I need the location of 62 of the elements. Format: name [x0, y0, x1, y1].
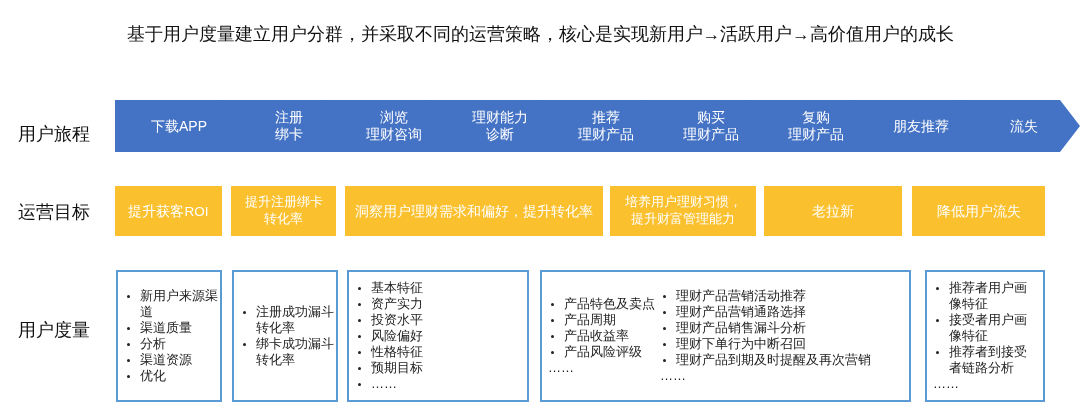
goal-text: 提升获客ROI [128, 202, 209, 220]
goal-box [610, 186, 756, 236]
step-label: 流失 [1009, 117, 1038, 135]
bullet-item: 优化 [124, 368, 223, 384]
bullet-item: 资产实力 [355, 296, 525, 312]
metrics-box [540, 270, 911, 402]
bullet-item: 产品收益率 [548, 328, 660, 344]
bullet-item: 产品周期 [548, 312, 660, 328]
row-label: 用户度量 [18, 319, 91, 342]
goal-text: 老拉新 [812, 202, 854, 220]
bullet-item: 渠道资源 [124, 352, 223, 368]
bullet-item: 理财产品到期及时提醒及再次营销 [660, 352, 871, 368]
bullet-item: 理财产品营销活动推荐 [660, 288, 871, 304]
bullet-item: 理财产品营销通路选择 [660, 304, 871, 320]
bullet-item: 产品特色及卖点 [548, 296, 660, 312]
bullet-item: 推荐者用户画像特征 [933, 280, 1032, 312]
step-label: 推荐理财产品 [577, 109, 634, 143]
bullet-item: …… [355, 376, 525, 392]
ellipsis-text: …… [548, 360, 575, 376]
goal-box [912, 186, 1045, 236]
step-label: 理财能力诊断 [471, 109, 528, 143]
step-label: 下载APP [151, 117, 207, 135]
bullet-item: 推荐者到接受者链路分析 [933, 344, 1032, 376]
bullet-item: 渠道质量 [124, 320, 223, 336]
metrics-box [116, 270, 222, 402]
bullet-item: 绑卡成功漏斗转化率 [240, 336, 339, 368]
ellipsis-text: …… [933, 376, 960, 392]
bullet-item: 风险偏好 [355, 328, 525, 344]
goal-text: 提升注册绑卡转化率 [244, 194, 323, 228]
bullet-item: 注册成功漏斗转化率 [240, 304, 339, 336]
goal-box [115, 186, 222, 236]
bullet-item: 基本特征 [355, 280, 525, 296]
step-label: 朋友推荐 [892, 117, 949, 135]
bullet-item: 新用户来源渠道 [124, 288, 223, 320]
metrics-box [925, 270, 1045, 402]
step-label: 浏览理财咨询 [365, 109, 422, 143]
ellipsis-text: …… [660, 368, 687, 384]
title: 基于用户度量建立用户分群，并采取不同的运营策略，核心是实现新用户→活跃用户→高价值用户的成长 [125, 23, 955, 46]
step-label: 注册绑卡 [274, 109, 303, 143]
bullet-item: 接受者用户画像特征 [933, 312, 1032, 344]
row-label: 运营目标 [18, 201, 91, 224]
bullet-item: 性格特征 [355, 344, 525, 360]
process-step [852, 100, 980, 152]
bullet-item: 分析 [124, 336, 223, 352]
bullet-item: 预期目标 [355, 360, 525, 376]
row-label: 用户旅程 [18, 123, 91, 146]
metrics-box [232, 270, 338, 402]
goal-box [764, 186, 902, 236]
process-step [958, 100, 1080, 152]
metrics-box [347, 270, 529, 402]
goal-text: 降低用户流失 [936, 202, 1021, 220]
goal-text: 培养用户理财习惯，提升财富管理能力 [623, 194, 743, 228]
bullet-item: 理财下单行为中断召回 [660, 336, 871, 352]
goal-box [345, 186, 603, 236]
goal-text: 洞察用户理财需求和偏好，提升转化率 [355, 202, 593, 220]
bullet-item: 理财产品销售漏斗分析 [660, 320, 871, 336]
step-label: 购买理财产品 [682, 109, 739, 143]
bullet-item: 投资水平 [355, 312, 525, 328]
bullet-item: 产品风险评级 [548, 344, 660, 360]
process-step [220, 100, 348, 152]
step-label: 复购理财产品 [787, 109, 844, 143]
goal-box [231, 186, 336, 236]
